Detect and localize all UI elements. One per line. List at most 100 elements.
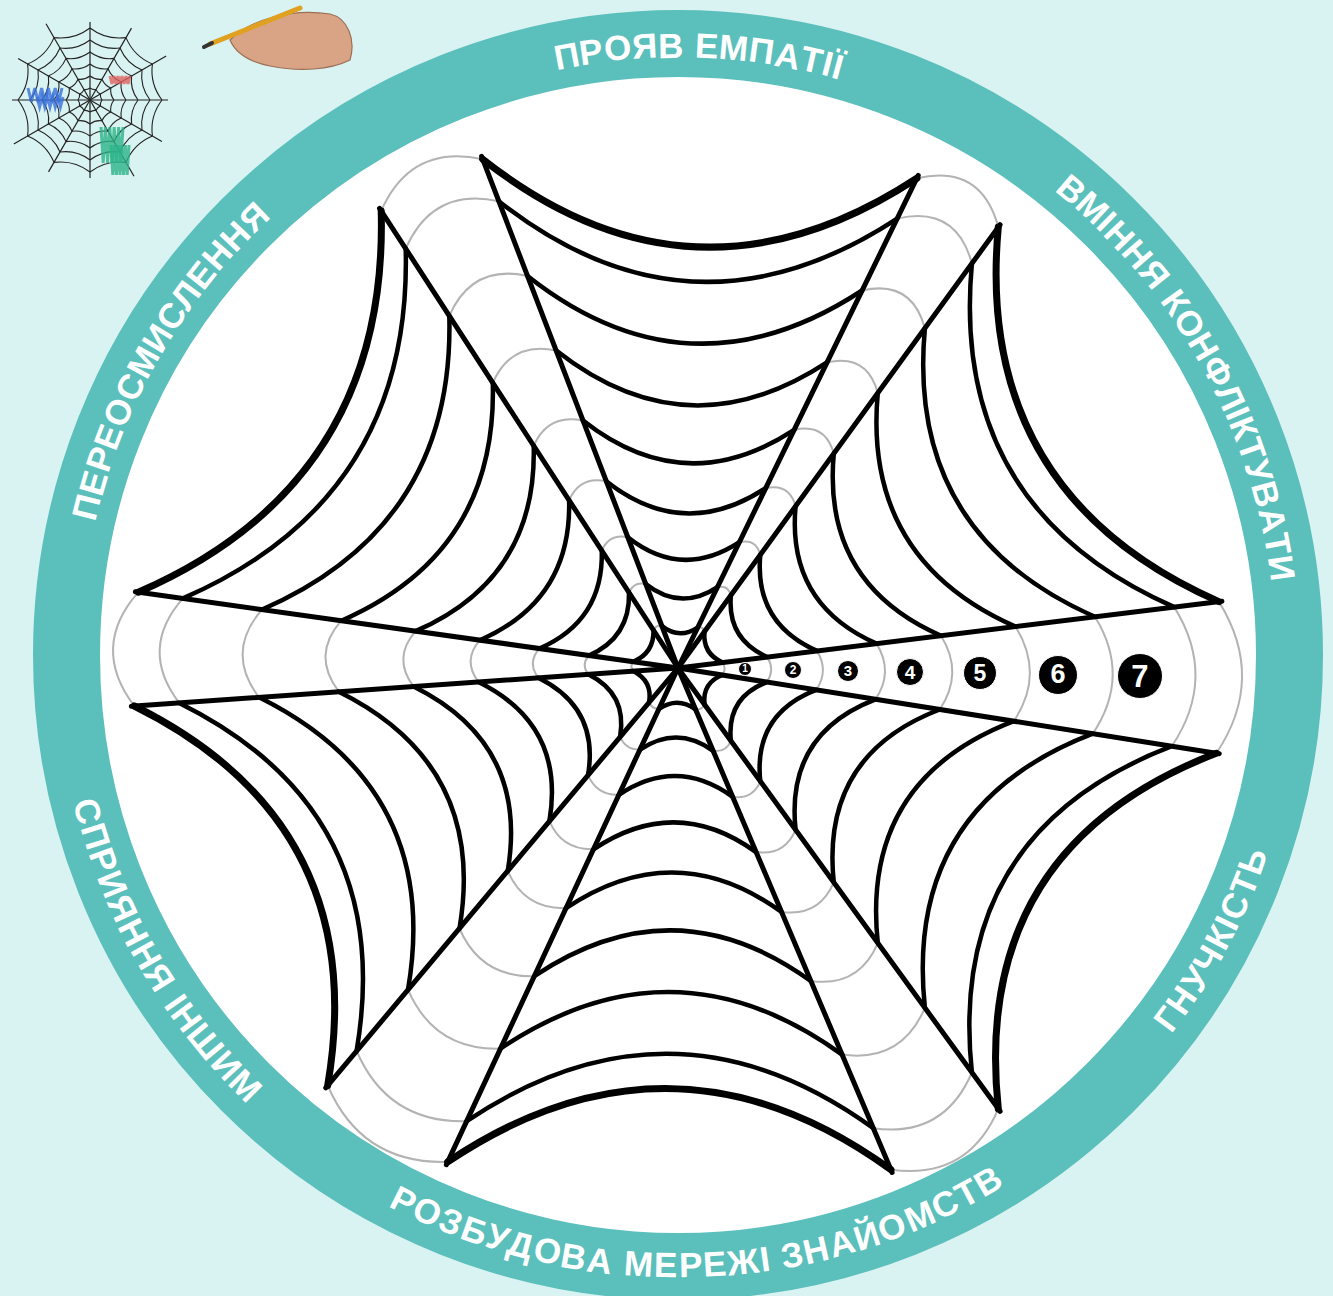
web-arc [138, 211, 381, 592]
ring-band [67, 44, 1290, 1267]
icon-thread [66, 88, 69, 100]
icon-thread [90, 76, 102, 79]
web-spoke [678, 225, 1000, 668]
icon-thread [28, 136, 54, 162]
icon-thread [38, 48, 60, 70]
wedge-arc [873, 1073, 972, 1130]
wedge-arc [381, 156, 483, 211]
number-disc [896, 659, 923, 686]
web-arc [259, 697, 413, 989]
web-arc [730, 682, 766, 741]
level-number: 1 [738, 662, 752, 676]
web-arc [633, 671, 650, 702]
icon-thread [69, 112, 78, 121]
level-number-text: 2 [790, 664, 797, 676]
icon-thread [78, 121, 90, 124]
web-spoke [678, 668, 892, 1172]
web-arc [704, 632, 722, 663]
wedge-arc [449, 274, 527, 316]
pencil [210, 8, 300, 44]
icon-thread [90, 52, 114, 59]
level-number: 2 [784, 661, 802, 679]
wedge-arc [713, 741, 731, 751]
label-glyph: Е [702, 1246, 728, 1282]
wedge-arc [811, 943, 878, 982]
icon-thread [72, 131, 90, 136]
icon-thread [90, 28, 126, 38]
icon-thread [78, 94, 80, 100]
icon-thread [18, 64, 28, 100]
level-number-text: 1 [742, 664, 748, 674]
icon-thread [78, 100, 80, 106]
icon-thread [142, 100, 150, 130]
wedge-arc [940, 636, 953, 710]
label-glyph: Р [577, 32, 606, 70]
icon-thread [54, 28, 90, 38]
web-spoke [135, 592, 678, 668]
web-arc [262, 316, 449, 610]
label-glyph: Е [654, 1247, 679, 1282]
wedge-arc [1014, 627, 1030, 722]
ring-label: СПРИЯННЯ ІНШИМ [69, 792, 266, 1105]
icon-thread [102, 79, 111, 88]
wedge-arc [816, 651, 823, 690]
label-glyph: О [602, 29, 634, 67]
ring-label: РОЗБУДОВА МЕРЕЖІ ЗНАЙОМСТВ [385, 1161, 1008, 1285]
web-arc [876, 393, 1015, 627]
web-arc [606, 481, 765, 513]
icon-thread [121, 82, 126, 100]
icon-thread [59, 69, 72, 82]
icon-thread [111, 88, 114, 100]
web-arc [339, 692, 464, 929]
wedge-arc [243, 610, 263, 698]
web-arc [416, 446, 534, 631]
web-arc [633, 630, 653, 661]
icon-spoke [14, 100, 90, 144]
label-glyph: Ж [725, 1242, 761, 1280]
wedge-arc [113, 592, 138, 706]
web-arc [646, 584, 718, 599]
label-glyph: А [585, 1241, 616, 1279]
wedge-arc [842, 1008, 925, 1056]
icon-thread [66, 100, 69, 112]
web-arc [760, 555, 817, 651]
wedge-arc [325, 621, 341, 692]
wedge-arc [897, 216, 972, 263]
wedge-arc [733, 781, 761, 797]
icon-scribble [37, 97, 63, 107]
web-arc [566, 872, 782, 911]
number-disc [1117, 654, 1162, 699]
wedge-arc [357, 1051, 467, 1121]
web-arc [556, 351, 827, 406]
icon-thread [131, 100, 138, 124]
web-arc [483, 159, 917, 247]
web-spoke [446, 668, 678, 1165]
icon-thread [100, 100, 102, 106]
wedge-arc [891, 1109, 998, 1171]
ring-label: ПЕРЕОСМИСЛЕННЯ [67, 197, 273, 526]
number-disc [837, 660, 858, 681]
wedge-arc [328, 1086, 448, 1162]
wedge-arc [493, 349, 556, 383]
icon-scribble [111, 145, 129, 175]
wedge-arc [585, 656, 589, 675]
icon-spoke [46, 24, 90, 100]
wedge-arc [602, 537, 628, 551]
icon-thread [100, 94, 102, 100]
wedge-arc [827, 361, 878, 393]
wedge-arc [766, 487, 796, 506]
web-arc [704, 675, 722, 704]
label-glyph: Е [694, 28, 720, 64]
ring-label: ГНУЧКІСТЬ [1148, 841, 1272, 1038]
label-glyph: Я [631, 28, 659, 64]
number-disc [1038, 655, 1077, 694]
web-spoke [678, 175, 918, 668]
wedge-arc [534, 419, 583, 446]
wedge-arc [620, 737, 640, 750]
web-spoke [482, 156, 678, 668]
label-glyph: Р [678, 1247, 703, 1283]
web-arc [760, 690, 817, 781]
wedge-arc [782, 882, 834, 912]
label-glyph [684, 27, 695, 62]
